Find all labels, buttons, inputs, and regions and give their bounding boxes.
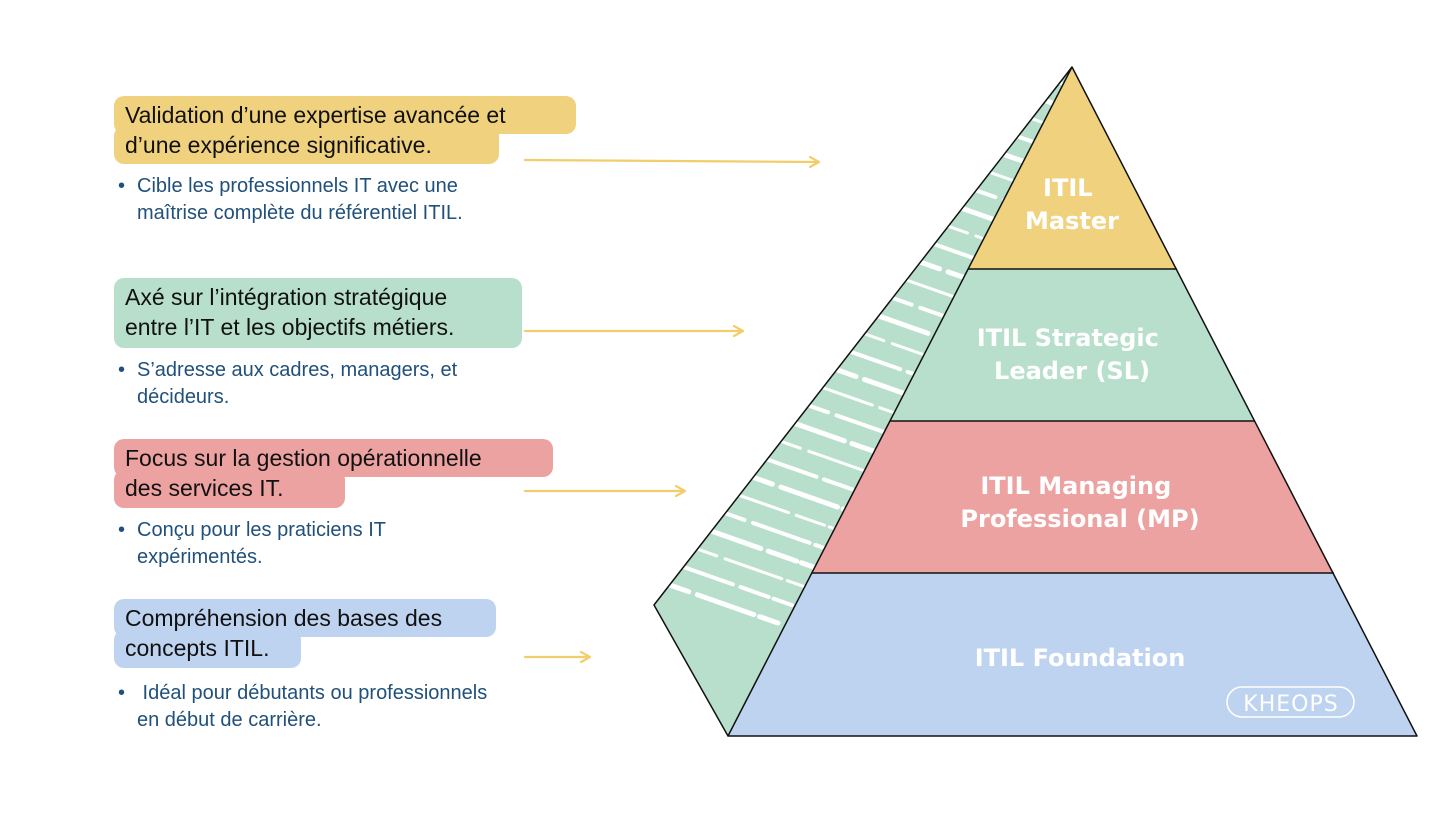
tier-label-foundation: ITIL Foundation bbox=[975, 644, 1186, 672]
bullet-dot: • bbox=[118, 175, 126, 197]
side-face-stripe bbox=[654, 576, 781, 626]
tier-label-strategic: ITIL Strategic Leader (SL) bbox=[977, 324, 1167, 385]
side-face-stripe bbox=[1026, 92, 1072, 142]
connector-arrows bbox=[523, 155, 821, 664]
bullet-dot: • bbox=[118, 682, 126, 704]
bullet-dot: • bbox=[118, 359, 126, 381]
side-face-stripe bbox=[762, 434, 891, 482]
tier-label-line: ITIL bbox=[1043, 174, 1093, 202]
headline-line: d’une expérience significative. bbox=[125, 132, 432, 158]
tier-shape-managing bbox=[812, 421, 1334, 573]
tier-label-line: ITIL Strategic bbox=[977, 324, 1159, 352]
side-face-stripe bbox=[888, 272, 1017, 320]
tier-label-line: ITIL Managing bbox=[980, 472, 1171, 500]
tier-label-line: Professional (MP) bbox=[960, 505, 1199, 533]
headline-line: Validation d’une expertise avancée et bbox=[125, 102, 506, 128]
arrow-managing bbox=[523, 484, 687, 498]
headline-line: Focus sur la gestion opérationnelle bbox=[125, 445, 482, 471]
tier-shape-strategic bbox=[890, 269, 1254, 421]
headline-managing: Focus sur la gestion opérationnelle des … bbox=[125, 443, 482, 503]
bullet-line: expérimentés. bbox=[137, 546, 263, 568]
side-face-stripe bbox=[804, 380, 933, 428]
bullet-managing: • Conçu pour les praticiens IT expérimen… bbox=[116, 517, 386, 571]
side-face-outline bbox=[653, 66, 1073, 737]
side-face-stripe bbox=[692, 522, 823, 572]
side-face-stripe bbox=[679, 541, 808, 589]
side-face-stripe bbox=[706, 505, 836, 554]
side-face-stripe bbox=[1013, 111, 1072, 159]
side-face-stripe bbox=[846, 326, 975, 374]
tier-label-managing: ITIL Managing Professional (MP) bbox=[960, 472, 1199, 533]
side-face-stripe bbox=[817, 361, 948, 411]
side-face-stripe bbox=[873, 290, 1003, 339]
side-face-stripe bbox=[721, 487, 850, 535]
side-face-stripe bbox=[790, 397, 920, 446]
bullet-line: Cible les professionnels IT avec une bbox=[137, 175, 458, 197]
bullet-line: maîtrise complète du référentiel ITIL. bbox=[137, 202, 463, 224]
bullet-dot: • bbox=[118, 519, 126, 541]
tier-label-line: ITIL Foundation bbox=[975, 644, 1186, 672]
side-face-stripe bbox=[664, 559, 794, 608]
headline-line: des services IT. bbox=[125, 475, 284, 501]
bullet-strategic: • S’adresse aux cadres, managers, et déc… bbox=[116, 357, 457, 411]
side-face-stripe bbox=[748, 451, 878, 500]
arrow-master bbox=[523, 155, 821, 169]
headline-strategic: Axé sur l’intégration stratégique entre … bbox=[125, 282, 454, 342]
tier-label-line: Master bbox=[1025, 207, 1119, 235]
pyramid-outline bbox=[653, 66, 1418, 737]
bullet-master: • Cible les professionnels IT avec une m… bbox=[116, 173, 463, 227]
headline-line: concepts ITIL. bbox=[125, 635, 270, 661]
tier-shape-foundation bbox=[728, 573, 1417, 736]
headline-line: entre l’IT et les objectifs métiers. bbox=[125, 314, 455, 340]
bullet-line: S’adresse aux cadres, managers, et bbox=[137, 359, 458, 381]
side-face-stripe bbox=[734, 468, 865, 518]
arrow-foundation bbox=[523, 650, 592, 664]
headline-highlight-master bbox=[114, 126, 499, 164]
front-face-outline bbox=[727, 66, 1418, 737]
tier-label-master: ITIL Master bbox=[1025, 174, 1119, 235]
headline-highlight-strategic bbox=[114, 278, 522, 348]
bullet-line: décideurs. bbox=[137, 386, 230, 408]
tier-shape-master bbox=[968, 67, 1177, 269]
logo-text: KHEOPS bbox=[1243, 692, 1338, 717]
side-face-stripe bbox=[832, 343, 962, 392]
headline-highlight-managing bbox=[114, 470, 345, 508]
headline-line: Compréhension des bases des bbox=[125, 605, 443, 631]
bullet-line: Conçu pour les praticiens IT bbox=[137, 519, 387, 541]
tier-label-line: Leader (SL) bbox=[994, 357, 1150, 385]
headline-master: Validation d’une expertise avancée et d’… bbox=[125, 100, 506, 160]
headline-line: Axé sur l’intégration stratégique bbox=[125, 284, 448, 310]
arrow-strategic bbox=[523, 324, 745, 338]
bullet-line: Idéal pour débutants ou professionnels bbox=[137, 682, 488, 704]
headline-foundation: Compréhension des bases des concepts ITI… bbox=[125, 603, 442, 663]
headline-highlight-foundation bbox=[114, 630, 301, 668]
logo-frame bbox=[1226, 686, 1355, 718]
bullet-foundation: • Idéal pour débutants ou professionnels… bbox=[116, 680, 487, 734]
bullet-line: en début de carrière. bbox=[137, 709, 322, 731]
kheops-logo: KHEOPS bbox=[1226, 686, 1355, 718]
